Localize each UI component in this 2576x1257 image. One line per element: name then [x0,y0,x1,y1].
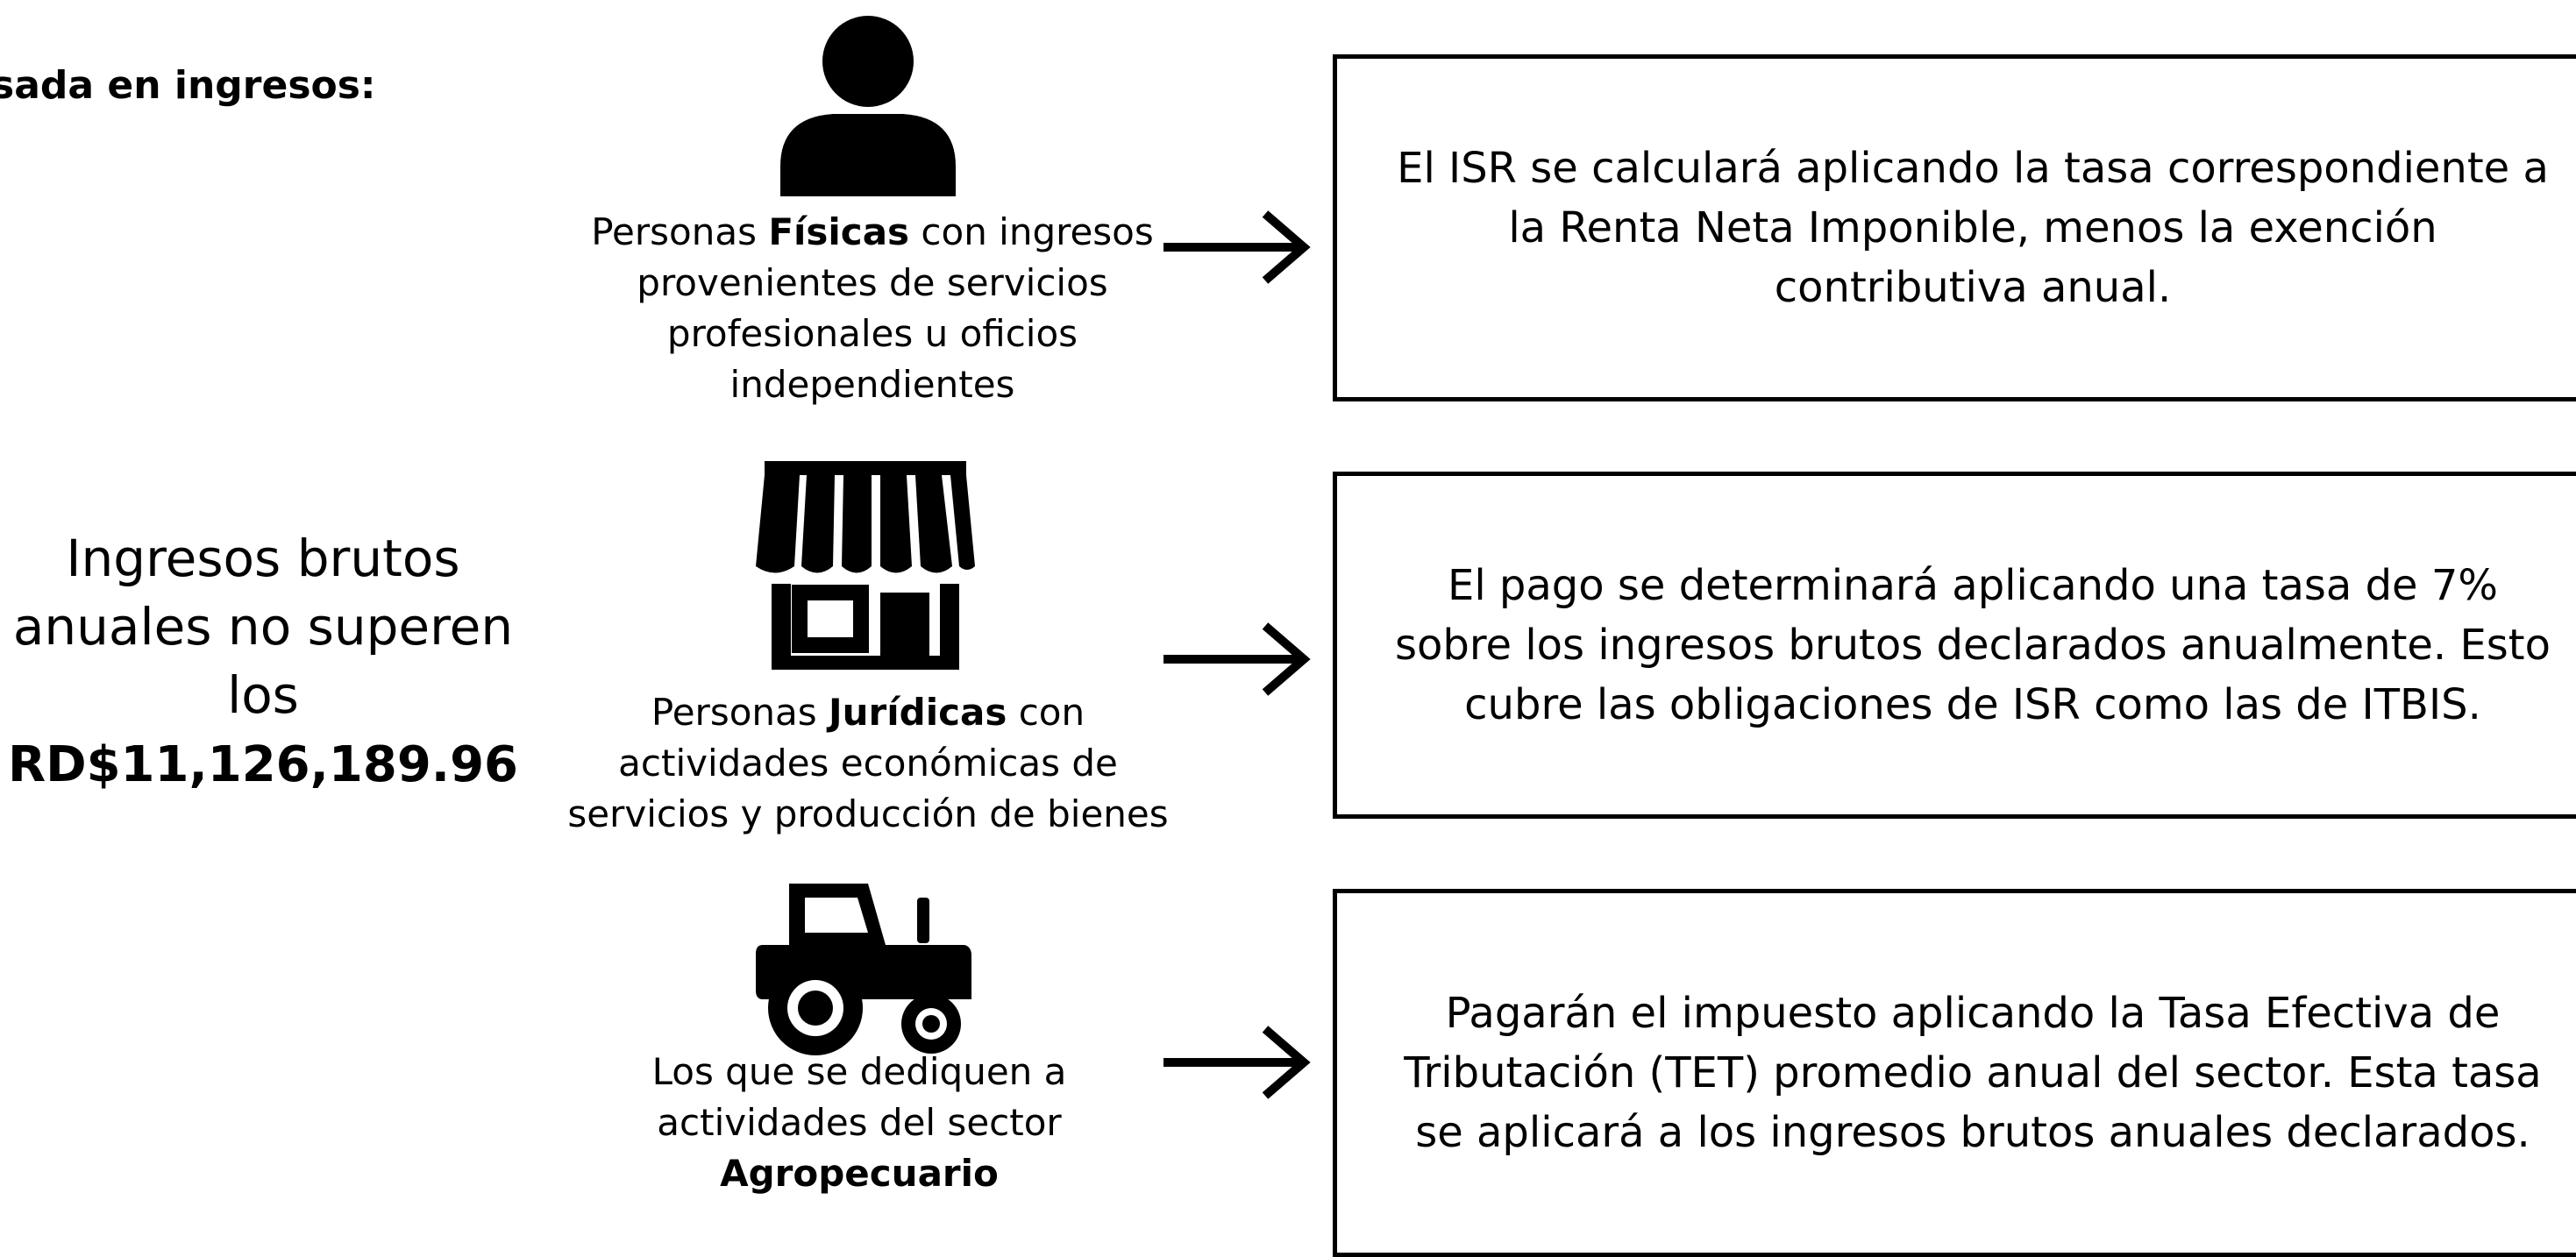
income-threshold-label: Ingresos brutos anuales no superen los R… [0,524,526,799]
caption-agropecuario: Los que se dediquen a actividades del se… [631,1047,1087,1199]
caption-juridicas: Personas Jurídicas con actividades econó… [561,687,1175,840]
storefront-icon [756,461,975,670]
description-box-fisicas: El ISR se calculará aplicando la tasa co… [1333,54,2576,401]
caption-agropecuario-pre: Los que se dediquen a actividades del se… [651,1050,1067,1144]
caption-juridicas-post: con actividades económicas de servicios … [567,691,1169,835]
arrow-right-icon [1162,203,1315,291]
person-icon [745,11,991,196]
caption-juridicas-pre: Personas [651,691,829,734]
caption-juridicas-bold: Jurídicas [829,691,1007,734]
caption-agropecuario-bold: Agropecuario [720,1152,999,1195]
arrow-right-icon [1162,615,1315,703]
section-heading: sada en ingresos: [0,63,376,108]
description-box-agropecuario: Pagarán el impuesto aplicando la Tasa Ef… [1333,889,2576,1257]
caption-fisicas-pre: Personas [591,210,769,253]
income-threshold-amount: RD$11,126,189.96 [7,736,519,793]
caption-fisicas-bold: Físicas [768,210,910,253]
description-juridicas: El pago se determinará aplicando una tas… [1395,561,2551,729]
caption-fisicas-post: con ingresos provenientes de servicios p… [637,210,1154,406]
description-box-juridicas: El pago se determinará aplicando una tas… [1333,472,2576,819]
description-agropecuario: Pagarán el impuesto aplicando la Tasa Ef… [1404,989,2542,1157]
caption-fisicas: Personas Físicas con ingresos provenient… [574,207,1171,410]
description-fisicas: El ISR se calculará aplicando la tasa co… [1397,144,2549,312]
income-threshold-text: Ingresos brutos anuales no superen los [12,529,514,725]
tractor-icon [754,877,973,1056]
arrow-right-icon [1162,1019,1315,1106]
